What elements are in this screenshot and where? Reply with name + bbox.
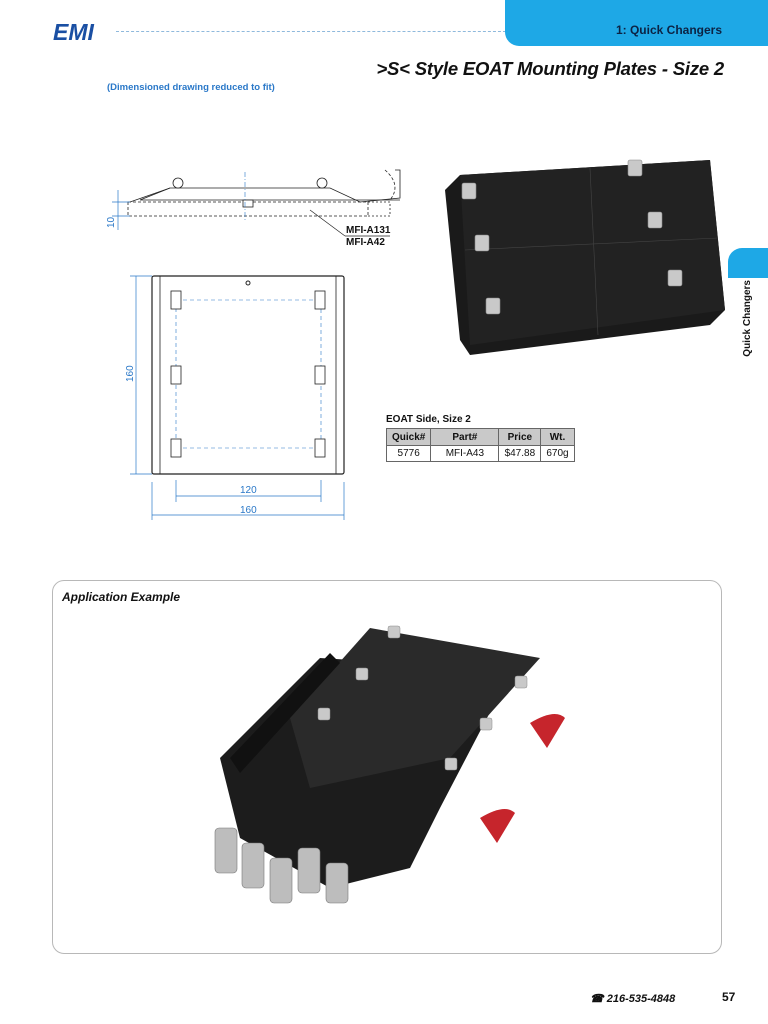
app-fasteners: [317, 625, 528, 771]
cell-price: $47.88: [498, 445, 542, 462]
dim-outer-label: 160: [240, 505, 257, 516]
logo-text: EMI: [53, 19, 95, 45]
dimensioned-drawing: 10 MFI-A131 MFI-A42 160 120 160: [106, 169, 401, 520]
col-quick: Quick#: [385, 428, 432, 446]
side-tab: [728, 248, 768, 278]
page-number: 57: [722, 990, 736, 1004]
footer-phone: ☎ 216-535-4848: [590, 992, 675, 1005]
application-title: Application Example: [62, 590, 181, 604]
side-dims: [112, 190, 390, 237]
top-view: [151, 275, 345, 475]
col-price: Price: [498, 428, 542, 446]
page-title: >S< Style EOAT Mounting Plates - Size 2: [376, 58, 724, 79]
section-label: 1: Quick Changers: [615, 23, 722, 37]
phone-number: 216-535-4848: [606, 993, 676, 1005]
callout-mfi-a131: MFI-A131: [346, 225, 391, 236]
side-view: [127, 169, 401, 220]
drawing-note: (Dimensioned drawing reduced to fit): [107, 82, 275, 93]
section-tab: 1: Quick Changers: [505, 0, 768, 46]
callout-mfi-a42: MFI-A42: [346, 237, 385, 248]
top-dims: [130, 275, 345, 520]
product-photo: [445, 159, 725, 355]
cell-quick: 5776: [385, 445, 432, 462]
application-photo: [214, 625, 565, 904]
table-header-row: Quick# Part# Price Wt.: [385, 428, 575, 446]
table-row: 5776 MFI-A43 $47.88 670g: [385, 445, 575, 462]
col-weight: Wt.: [540, 428, 575, 446]
phone-icon: ☎: [590, 993, 604, 1005]
plate-fasteners: [461, 159, 683, 315]
dim-height-label: 10: [106, 216, 117, 228]
side-tab-label: Quick Changers: [742, 280, 753, 357]
fluid-couplings: [214, 827, 349, 904]
cell-part: MFI-A43: [430, 445, 500, 462]
dim-inner-label: 120: [240, 485, 257, 496]
clamp-handles: [480, 714, 565, 843]
emi-logo: EMI: [53, 19, 95, 45]
spec-table: Quick# Part# Price Wt. 5776 MFI-A43 $47.…: [385, 428, 575, 462]
cell-weight: 670g: [540, 445, 575, 462]
col-part: Part#: [430, 428, 500, 446]
application-box: [52, 580, 722, 954]
table-title: EOAT Side, Size 2: [386, 414, 471, 425]
header-rule: [116, 31, 506, 32]
dim-side-label: 160: [125, 365, 136, 382]
